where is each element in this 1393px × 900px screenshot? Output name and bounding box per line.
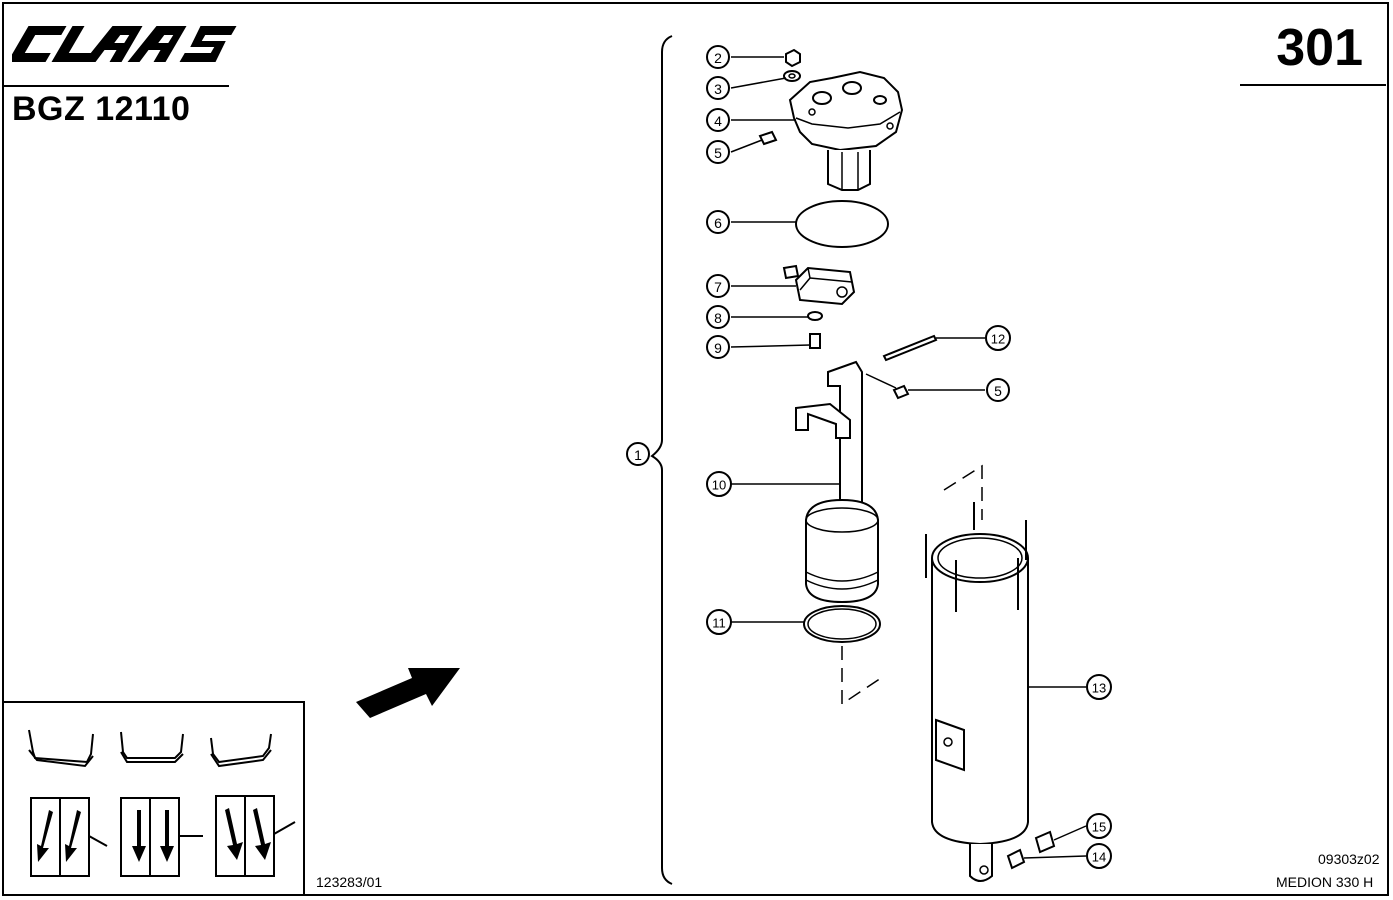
callout-10 [706, 471, 732, 497]
brand-logo [12, 26, 237, 62]
callout-label: 13 [1092, 681, 1106, 696]
callout-label: 6 [714, 215, 722, 231]
callout-label: 8 [714, 310, 722, 326]
flow-direction-icon [37, 808, 271, 862]
header-rule-left [3, 85, 229, 87]
callout-label: 10 [712, 478, 726, 493]
callout-12 [985, 325, 1011, 351]
callout-label: 7 [714, 279, 722, 295]
callout-14 [1086, 843, 1112, 869]
callout-5b [986, 378, 1010, 402]
callout-label: 14 [1092, 850, 1106, 865]
document-id: BGZ 12110 [12, 90, 191, 128]
callout-15 [1086, 813, 1112, 839]
page-number: 301 [1276, 19, 1363, 77]
callout-label: 12 [991, 332, 1005, 347]
callout-8 [706, 305, 730, 329]
callout-7 [706, 274, 730, 298]
callout-label: 5 [714, 145, 722, 161]
header-layout-icon [28, 729, 296, 877]
callout-1 [626, 442, 650, 466]
callout-label: 4 [714, 113, 722, 129]
callout-label: 5 [994, 383, 1002, 399]
header-rule-right [1240, 84, 1386, 86]
callout-label: 3 [714, 81, 722, 97]
callout-3 [706, 76, 730, 100]
callout-11 [706, 609, 732, 635]
orientation-inset [3, 701, 305, 895]
callout-label: 1 [634, 447, 642, 463]
figure-code: 09303z02 [1318, 851, 1380, 867]
callout-label: 11 [712, 616, 726, 631]
drawing-reference: 123283/01 [316, 874, 383, 890]
callout-5 [706, 140, 730, 164]
machine-model: MEDION 330 H [1276, 874, 1374, 890]
callout-label: 15 [1092, 820, 1106, 835]
callout-label: 9 [714, 340, 722, 356]
direction-arrow-icon [356, 668, 460, 718]
callout-13 [1086, 674, 1112, 700]
callout-4 [706, 108, 730, 132]
callout-bubbles [626, 45, 1112, 869]
callout-label: 2 [714, 50, 722, 66]
callout-6 [706, 210, 730, 234]
callout-2 [706, 45, 730, 69]
callout-9 [706, 335, 730, 359]
